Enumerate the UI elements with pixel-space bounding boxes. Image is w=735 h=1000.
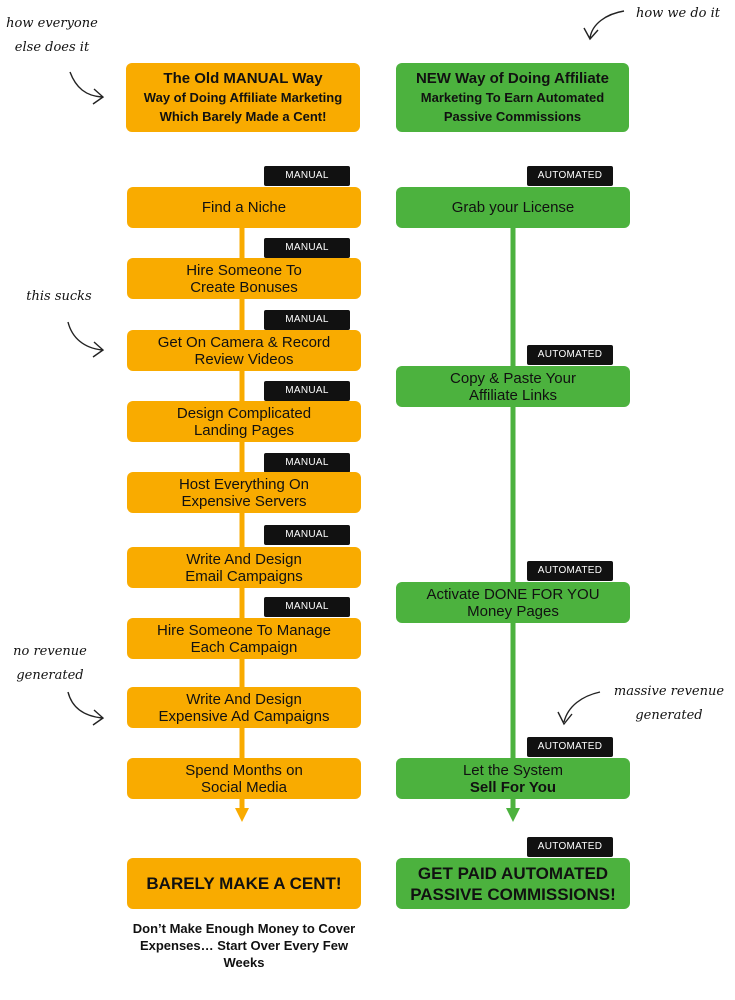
automated-result-box: GET PAID AUTOMATED PASSIVE COMMISSIONS!	[396, 858, 630, 909]
automated-tag: AUTOMATED	[527, 345, 613, 365]
manual-tag: MANUAL	[264, 453, 350, 473]
how-everyone-arrow-icon	[69, 71, 103, 98]
manual-step-host-servers: Host Everything On Expensive Servers	[127, 472, 361, 513]
manual-flow-arrowhead	[235, 808, 249, 822]
manual-step-ad-campaigns: Write And Design Expensive Ad Campaigns	[127, 687, 361, 728]
manual-result-box: BARELY MAKE A CENT!	[127, 858, 361, 909]
automated-flow-arrowhead	[506, 808, 520, 822]
manual-step-landing-pages: Design Complicated Landing Pages	[127, 401, 361, 442]
how-everyone-note: how everyone else does it	[6, 16, 98, 55]
manual-tag: MANUAL	[264, 525, 350, 545]
new-automated-way-header: NEW Way of Doing Affiliate Marketing To …	[396, 63, 629, 132]
automated-tag: AUTOMATED	[527, 561, 613, 581]
manual-tag: MANUAL	[264, 166, 350, 186]
how-we-arrow-icon	[589, 10, 625, 39]
automated-tag: AUTOMATED	[527, 166, 613, 186]
manual-footer-text: Don’t Make Enough Money to Cover Expense…	[132, 921, 356, 970]
this-sucks-arrow-icon	[67, 321, 103, 351]
automated-step-copy-links: Copy & Paste Your Affiliate Links	[396, 366, 630, 407]
manual-step-record-videos: Get On Camera & Record Review Videos	[127, 330, 361, 371]
massive-revenue-arrow-icon	[563, 691, 601, 723]
automated-tag: AUTOMATED	[527, 837, 613, 857]
old-manual-way-header: The Old MANUAL Way Way of Doing Affiliat…	[126, 63, 360, 132]
no-revenue-note: no revenue generated	[13, 644, 87, 683]
manual-tag: MANUAL	[264, 597, 350, 617]
manual-step-find-niche: Find a Niche	[127, 187, 361, 228]
automated-step-money-pages: Activate DONE FOR YOU Money Pages	[396, 582, 630, 623]
manual-tag: MANUAL	[264, 381, 350, 401]
no-revenue-arrow-icon	[67, 691, 103, 719]
automated-step-system-sells: Let the System Sell For You	[396, 758, 630, 799]
manual-step-hire-bonuses: Hire Someone To Create Bonuses	[127, 258, 361, 299]
this-sucks-note: this sucks	[26, 289, 92, 304]
manual-tag: MANUAL	[264, 310, 350, 330]
manual-step-manage-campaigns: Hire Someone To Manage Each Campaign	[127, 618, 361, 659]
automated-tag: AUTOMATED	[527, 737, 613, 757]
automated-step-grab-license: Grab your License	[396, 187, 630, 228]
manual-step-social-media: Spend Months on Social Media	[127, 758, 361, 799]
manual-tag: MANUAL	[264, 238, 350, 258]
manual-step-email-campaigns: Write And Design Email Campaigns	[127, 547, 361, 588]
how-we-note: how we do it	[635, 6, 721, 21]
massive-revenue-note: massive revenue generated	[613, 684, 725, 723]
